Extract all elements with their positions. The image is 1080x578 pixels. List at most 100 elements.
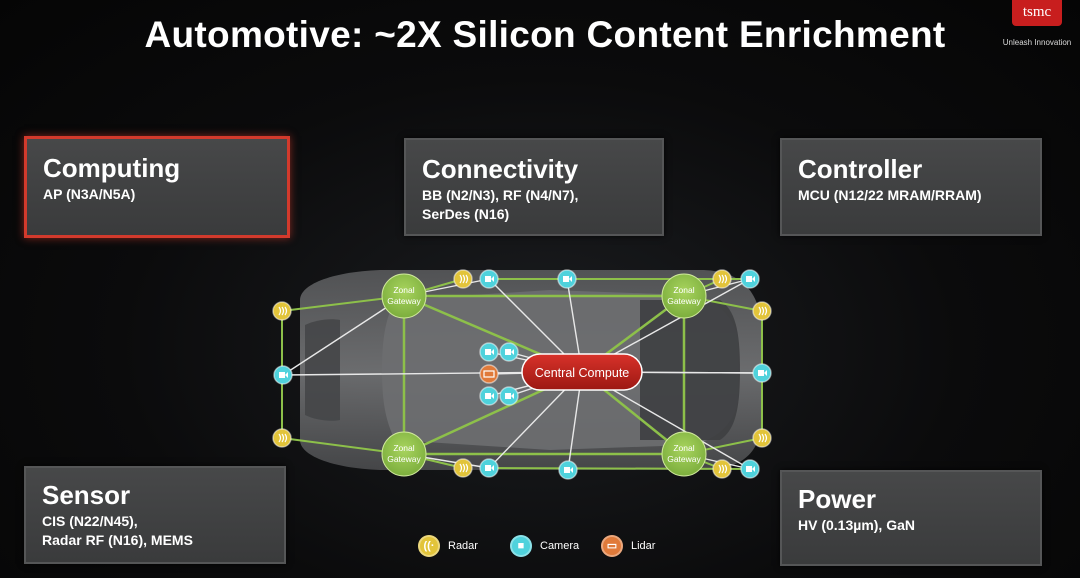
radar-sensor [752, 301, 772, 321]
camera-glyph [505, 393, 511, 399]
slide-title: Automotive: ~2X Silicon Content Enrichme… [144, 14, 946, 55]
camera-glyph-lens [570, 467, 573, 473]
camera-glyph [758, 370, 764, 376]
radar-sensor [712, 459, 732, 479]
zonal-gateway-label: Gateway [387, 296, 421, 306]
camera-glyph [279, 372, 285, 378]
zonal-gateway-label: Zonal [393, 443, 414, 453]
camera-sensor [740, 459, 760, 479]
camera-glyph [746, 276, 752, 282]
camera-glyph-lens [752, 276, 755, 282]
radar-sensor [752, 428, 772, 448]
power-card: Power HV (0.13µm), GaN [780, 470, 1042, 566]
sensor-link [282, 295, 405, 376]
camera-glyph [746, 466, 752, 472]
sensor-heading: Sensor [42, 480, 131, 510]
zonal-gateway-label: Gateway [667, 454, 701, 464]
camera-sensor [499, 342, 519, 362]
connectivity-heading: Connectivity [422, 154, 579, 184]
camera-sensor [479, 269, 499, 289]
lidar-icon [479, 364, 499, 384]
lidar-glyph [483, 370, 495, 378]
radar-icon [752, 301, 772, 321]
central-compute: Central Compute [521, 353, 643, 391]
camera-glyph-lens [511, 349, 514, 355]
computing-card: Computing AP (N3A/N5A) [24, 136, 290, 238]
camera-sensor [740, 269, 760, 289]
zonal-gateway-label: Gateway [667, 296, 701, 306]
computing-detail: AP (N3A/N5A) [43, 186, 136, 202]
zonal-gateway-label: Zonal [673, 285, 694, 295]
legend-radar: ((· Radar [418, 532, 478, 560]
radar-sensor [453, 269, 473, 289]
camera-glyph-lens [511, 393, 514, 399]
controller-card: Controller MCU (N12/22 MRAM/RRAM) [780, 138, 1042, 236]
radar-icon [272, 428, 292, 448]
camera-sensor [752, 363, 772, 383]
controller-heading: Controller [798, 154, 923, 184]
central-compute-label: Central Compute [535, 366, 630, 380]
legend-radar-label: Radar [448, 540, 478, 552]
sensor-detail-2: Radar RF (N16), MEMS [42, 532, 193, 548]
tsmc-logo: tsmc Unleash Innovation [998, 0, 1076, 52]
camera-glyph [485, 276, 491, 282]
radar-glyph [718, 274, 728, 284]
legend-lidar: ▭ Lidar [601, 532, 655, 560]
sensor-card: Sensor CIS (N22/N45), Radar RF (N16), ME… [24, 466, 286, 564]
zonal-gateway-circle [661, 431, 707, 477]
logo-tagline: Unleash Innovation [1002, 38, 1072, 47]
radar-glyph [278, 306, 288, 316]
camera-sensor [273, 365, 293, 385]
controller-detail: MCU (N12/22 MRAM/RRAM) [798, 187, 982, 203]
camera-sensor [557, 269, 577, 289]
radar-icon [453, 269, 473, 289]
radar-glyph [459, 463, 469, 473]
camera-glyph-lens [491, 465, 494, 471]
radar-icon [712, 269, 732, 289]
camera-sensor [479, 342, 499, 362]
radar-icon: ((· [418, 535, 440, 557]
radar-sensor [272, 428, 292, 448]
network-nodes: ZonalGatewayZonalGatewayZonalGatewayZona… [272, 269, 772, 480]
connectivity-detail-1: BB (N2/N3), RF (N4/N7), [422, 187, 579, 203]
camera-glyph-lens [491, 276, 494, 282]
radar-icon [752, 428, 772, 448]
camera-glyph-lens [491, 393, 494, 399]
zonal-gateway-circle [381, 273, 427, 319]
zonal-gateway-label: Zonal [393, 285, 414, 295]
legend-lidar-label: Lidar [631, 540, 656, 552]
zonal-gateway-label: Gateway [387, 454, 421, 464]
camera-glyph [505, 349, 511, 355]
connectivity-detail-2: SerDes (N16) [422, 206, 510, 222]
radar-sensor [453, 458, 473, 478]
zonal-gateway-circle [661, 273, 707, 319]
radar-glyph [758, 433, 768, 443]
central-compute-box [521, 353, 643, 391]
connectivity-card: Connectivity BB (N2/N3), RF (N4/N7), Ser… [404, 138, 664, 236]
camera-glyph-lens [569, 276, 572, 282]
zonal-gateway-label: Zonal [673, 443, 694, 453]
radar-sensor [272, 301, 292, 321]
power-detail: HV (0.13µm), GaN [798, 517, 915, 533]
camera-glyph [485, 349, 491, 355]
bottom-bus-link [488, 467, 751, 470]
legend-camera-label: Camera [540, 540, 580, 552]
camera-sensor [479, 458, 499, 478]
radar-glyph [758, 306, 768, 316]
camera-sensor [479, 386, 499, 406]
legend-camera: ■ Camera [510, 532, 579, 560]
radar-icon [272, 301, 292, 321]
radar-sensor [712, 269, 732, 289]
radar-glyph [718, 464, 728, 474]
lidar-sensor [479, 364, 499, 384]
camera-glyph-lens [491, 349, 494, 355]
camera-glyph [564, 467, 570, 473]
zonal-gateway-circle [381, 431, 427, 477]
camera-glyph [563, 276, 569, 282]
camera-glyph-lens [285, 372, 288, 378]
